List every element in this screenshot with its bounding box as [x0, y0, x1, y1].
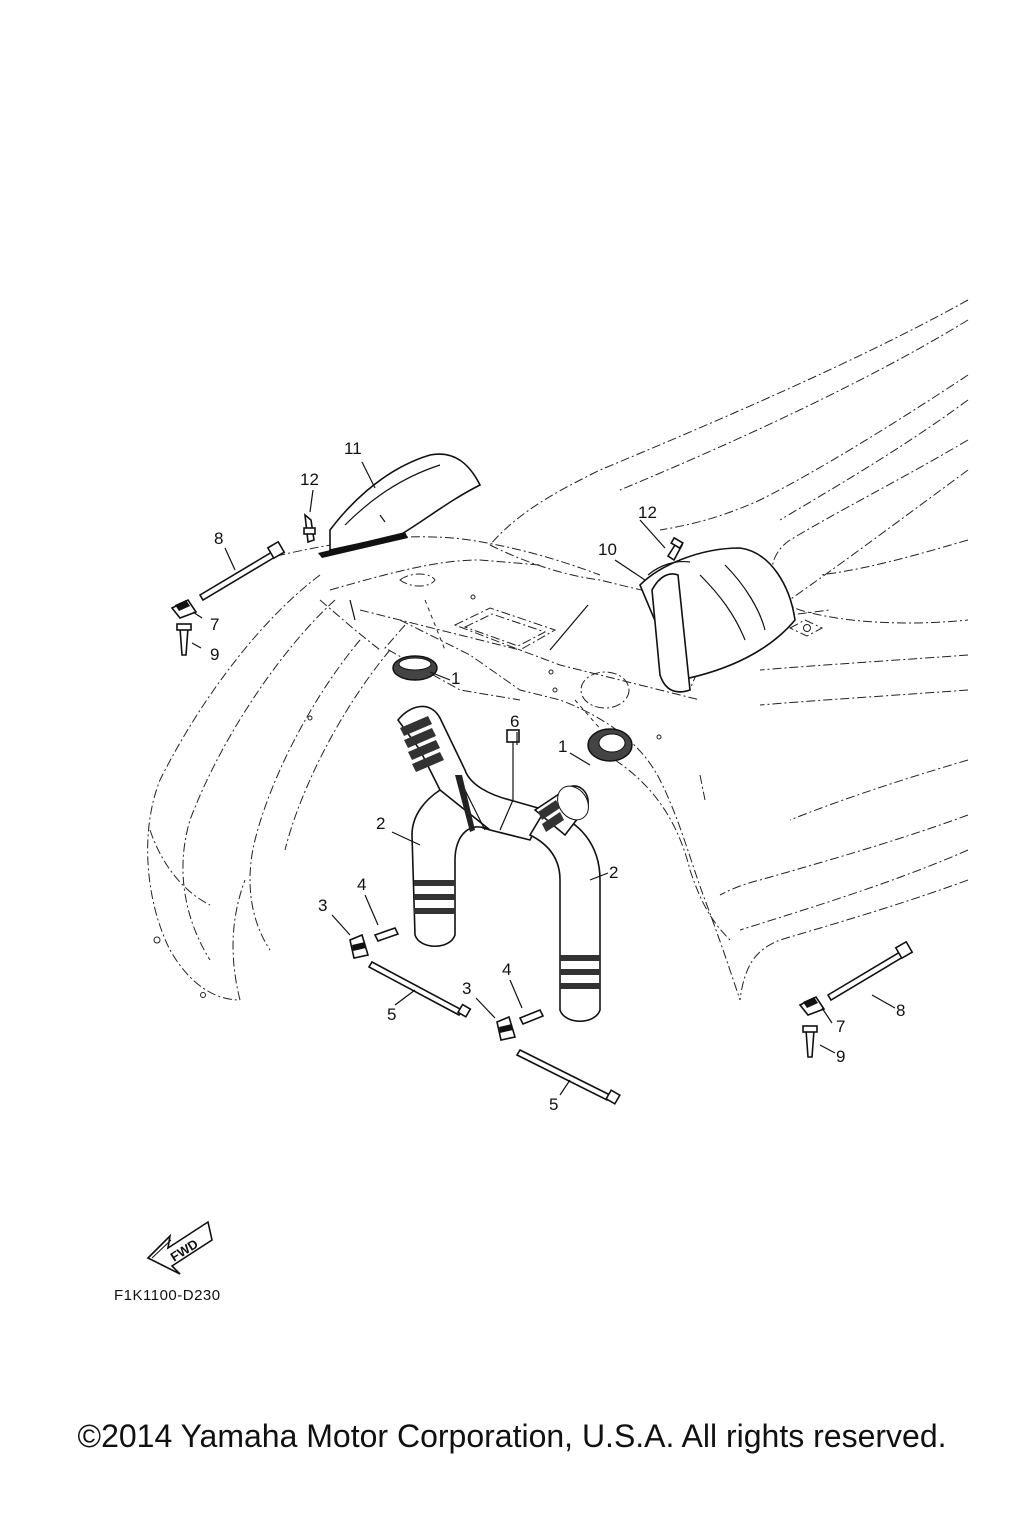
part-11-cover	[318, 453, 482, 558]
callout-8-left: 8	[214, 529, 223, 548]
callout-5-right: 5	[549, 1095, 558, 1114]
callout-11: 11	[344, 439, 362, 458]
callout-7-right: 7	[836, 1017, 845, 1036]
callout-3-right: 3	[462, 979, 471, 998]
part-2-ducts	[396, 705, 601, 1023]
callout-6: 6	[510, 712, 519, 731]
part-10-cover	[639, 547, 796, 693]
fwd-arrow-icon: FWD	[146, 1220, 213, 1275]
callout-3-left: 3	[318, 896, 327, 915]
callout-5-left: 5	[387, 1005, 396, 1024]
callout-4-right: 4	[502, 960, 511, 979]
callout-9-right: 9	[836, 1047, 845, 1066]
callout-8-right: 8	[896, 1001, 905, 1020]
part-12-rivets	[303, 513, 684, 562]
callout-2-right: 2	[609, 863, 618, 882]
drawing-code: F1K1100-D230	[114, 1287, 221, 1304]
part-1-grommets	[392, 655, 633, 762]
callout-2-left: 2	[376, 814, 385, 833]
callout-9-left: 9	[210, 645, 219, 664]
part-6-tie	[499, 729, 520, 831]
callout-7-left: 7	[210, 615, 219, 634]
part-3-4-clips	[349, 927, 545, 1041]
leader-lines	[191, 461, 896, 1096]
callout-10: 10	[598, 540, 617, 559]
copyright-notice: ©2014 Yamaha Motor Corporation, U.S.A. A…	[77, 1418, 947, 1454]
part-7-8-9-fasteners	[170, 540, 914, 1058]
callout-1-right: 1	[558, 737, 567, 756]
callout-12-right: 12	[638, 503, 657, 522]
hull-outline	[147, 299, 969, 1001]
callout-12-left: 12	[300, 470, 319, 489]
callout-1-top: 1	[451, 669, 460, 688]
part-5-straps	[367, 960, 621, 1105]
callout-labels: 11 12 12 10 8 7 9 1 6 1 2 2 4 3 5 4 3 5 …	[210, 439, 905, 1114]
callout-4-left: 4	[357, 875, 366, 894]
